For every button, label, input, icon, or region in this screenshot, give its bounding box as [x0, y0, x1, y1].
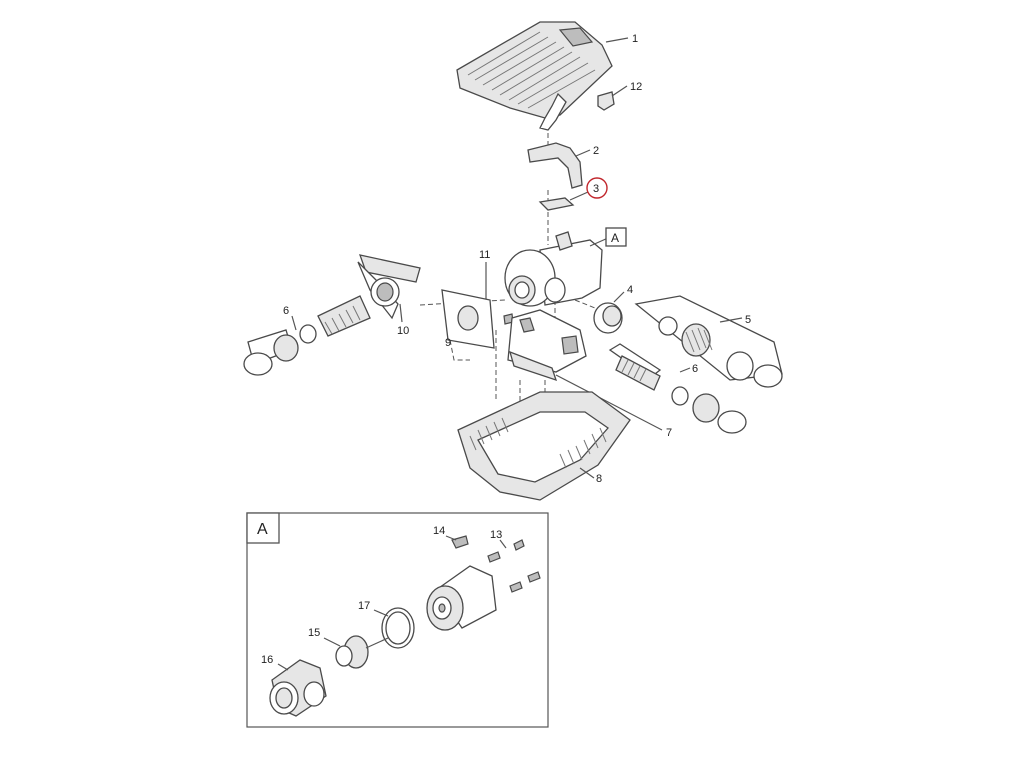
view-a-box-label: A — [611, 231, 619, 245]
callout-6-right: 6 — [692, 363, 698, 375]
part-1-top-cover: 1 — [456, 21, 638, 131]
part-5-right-outlet: 5 — [634, 295, 783, 388]
part-12-clip: 12 — [597, 81, 642, 111]
part-15-impeller: 15 — [308, 627, 389, 669]
callout-6-left: 6 — [283, 305, 289, 317]
callout-13: 13 — [490, 529, 502, 541]
part-8-base-housing: 8 — [457, 391, 631, 501]
inset-label: A — [257, 521, 268, 538]
callout-2: 2 — [593, 145, 599, 157]
callout-16: 16 — [261, 654, 273, 666]
callout-5: 5 — [745, 314, 751, 326]
part-2-bracket: 2 — [527, 142, 599, 189]
callout-12: 12 — [630, 81, 642, 93]
part-9-gasket: 9 — [441, 289, 495, 361]
callout-15: 15 — [308, 627, 320, 639]
callout-14: 14 — [433, 525, 445, 537]
part-17-o-ring: 17 — [358, 600, 415, 649]
highlight-circle — [586, 177, 608, 199]
callout-9: 9 — [445, 337, 451, 349]
inset-motor — [426, 565, 497, 631]
callout-4: 4 — [627, 284, 633, 296]
pump-motor-housing: A — [504, 227, 627, 307]
part-16-pump-chamber: 16 — [261, 654, 327, 717]
view-a-box — [605, 227, 627, 247]
callout-10: 10 — [397, 325, 409, 337]
part-3-plate: 3 — [538, 177, 608, 211]
callout-8: 8 — [596, 473, 602, 485]
part-6-left-adapter: 6 — [243, 295, 371, 376]
part-4-nut: 4 — [593, 284, 633, 334]
callout-1: 1 — [632, 33, 638, 45]
callout-11: 11 — [479, 249, 490, 261]
part-7-base-bracket: 7 — [507, 309, 672, 439]
part-13-screws: 13 — [487, 529, 541, 593]
callout-7: 7 — [666, 427, 672, 439]
callout-17: 17 — [358, 600, 370, 612]
inset-label-box — [246, 512, 280, 544]
part-14-tab: 14 — [433, 525, 469, 549]
inset-view-a: A 14 13 17 — [246, 512, 549, 728]
callout-3: 3 — [593, 183, 599, 195]
part-6-right-adapter: 6 — [608, 343, 747, 434]
part-10-outlet: 10 — [357, 254, 421, 337]
